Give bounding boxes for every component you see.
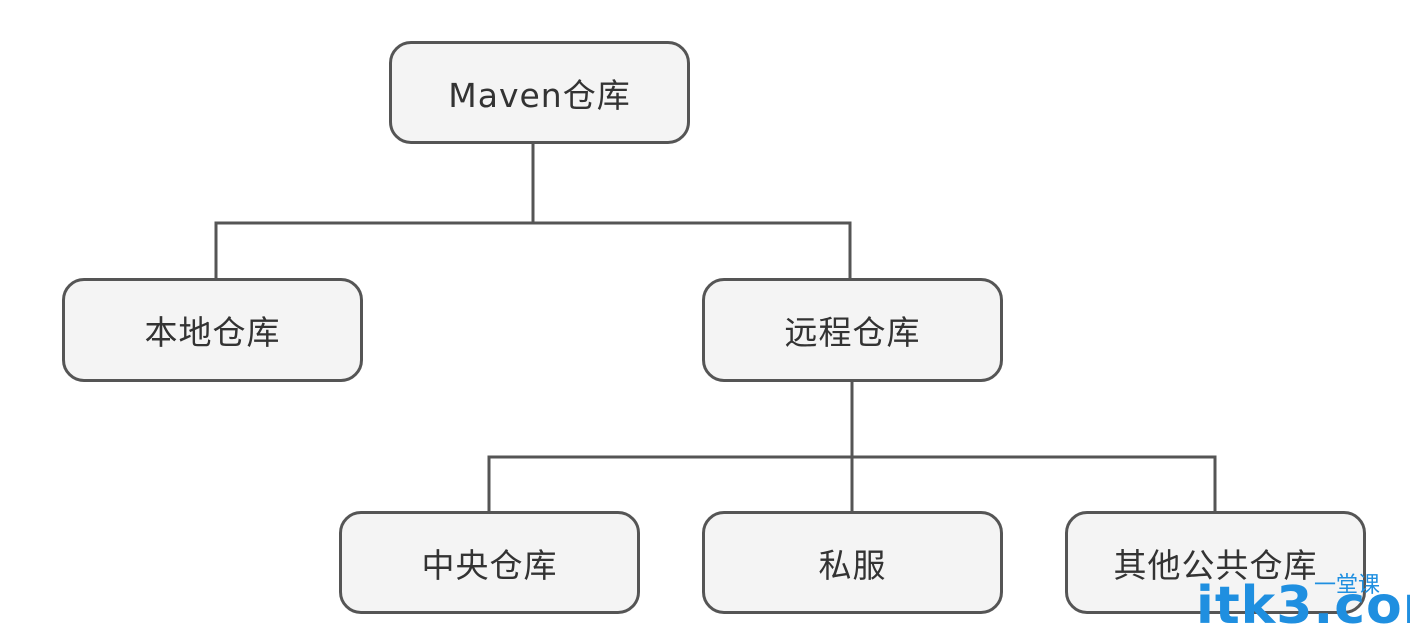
watermark-brand: itk3 — [1196, 576, 1314, 636]
node-maven-repository: Maven仓库 — [389, 41, 690, 144]
node-private-server-label: 私服 — [818, 545, 887, 585]
node-local-repository: 本地仓库 — [62, 278, 363, 382]
site-watermark-logo: 一堂课 itk3.com — [1196, 573, 1410, 636]
watermark-main-text: itk3.com — [1196, 580, 1410, 632]
node-maven-repository-label: Maven仓库 — [448, 75, 631, 115]
watermark-suffix: .com — [1313, 576, 1410, 636]
node-local-repository-label: 本地仓库 — [144, 313, 281, 352]
node-central-repository: 中央仓库 — [339, 511, 640, 614]
watermark-sub-text: 一堂课 — [1314, 573, 1381, 598]
node-remote-repository-label: 远程仓库 — [784, 313, 921, 352]
node-central-repository-label: 中央仓库 — [421, 545, 558, 585]
node-remote-repository: 远程仓库 — [702, 278, 1003, 382]
node-other-public-repositories-label: 其他公共仓库 — [1113, 545, 1318, 585]
node-other-public-repositories: 其他公共仓库 — [1065, 511, 1366, 614]
node-private-server: 私服 — [702, 511, 1003, 614]
